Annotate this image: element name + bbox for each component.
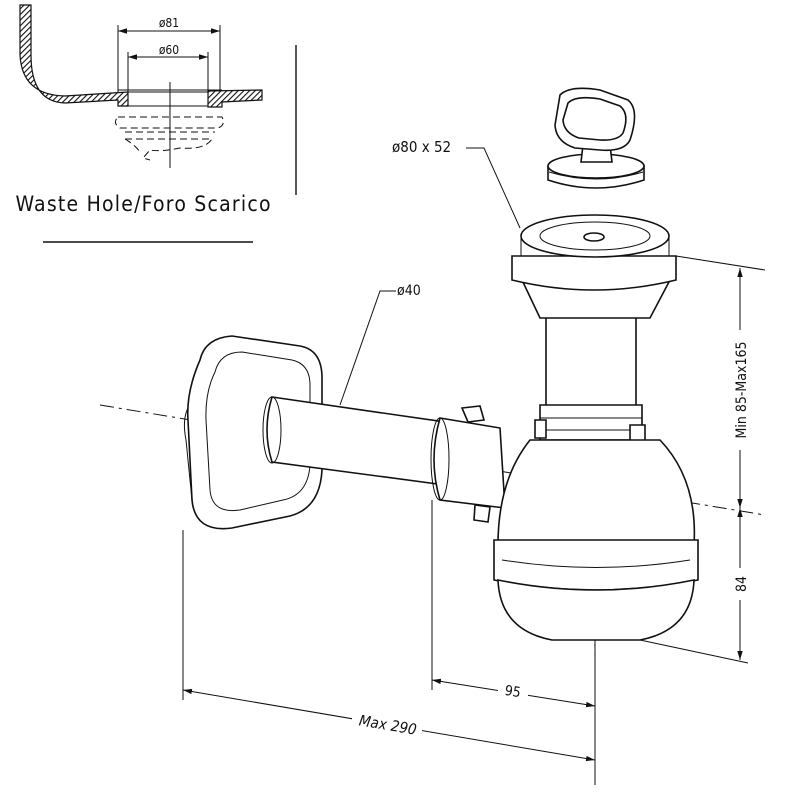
inner-diameter-label: ø60 — [159, 43, 179, 57]
wall-flange — [186, 335, 323, 530]
sink-section — [19, 4, 129, 107]
strainer-body — [511, 255, 677, 291]
offset-label: 95 — [503, 683, 521, 701]
sink-deck-right — [207, 89, 263, 108]
waste-hole-inset: ø81 ø60 Waste Hole/Foro Scarico — [16, 4, 297, 243]
dimensions: ø80 x 52 ø40 Min 85-Max165 84 95 Max 290 — [182, 138, 766, 785]
bottle-height-label: 84 — [734, 576, 750, 592]
strainer-hidden-outline — [114, 116, 224, 161]
height-range-label: Min 85-Max165 — [734, 342, 750, 439]
siphon-assembly — [99, 87, 766, 661]
bottle-trap — [497, 439, 696, 546]
plug — [547, 87, 645, 189]
strainer-size-label: ø80 x 52 — [392, 138, 451, 156]
pipe-nut — [433, 417, 506, 509]
horizontal-pipe — [266, 396, 446, 486]
outer-diameter-label: ø81 — [159, 16, 179, 30]
inset-caption: Waste Hole/Foro Scarico — [16, 192, 271, 216]
pipe-diameter-label: ø40 — [397, 283, 421, 299]
